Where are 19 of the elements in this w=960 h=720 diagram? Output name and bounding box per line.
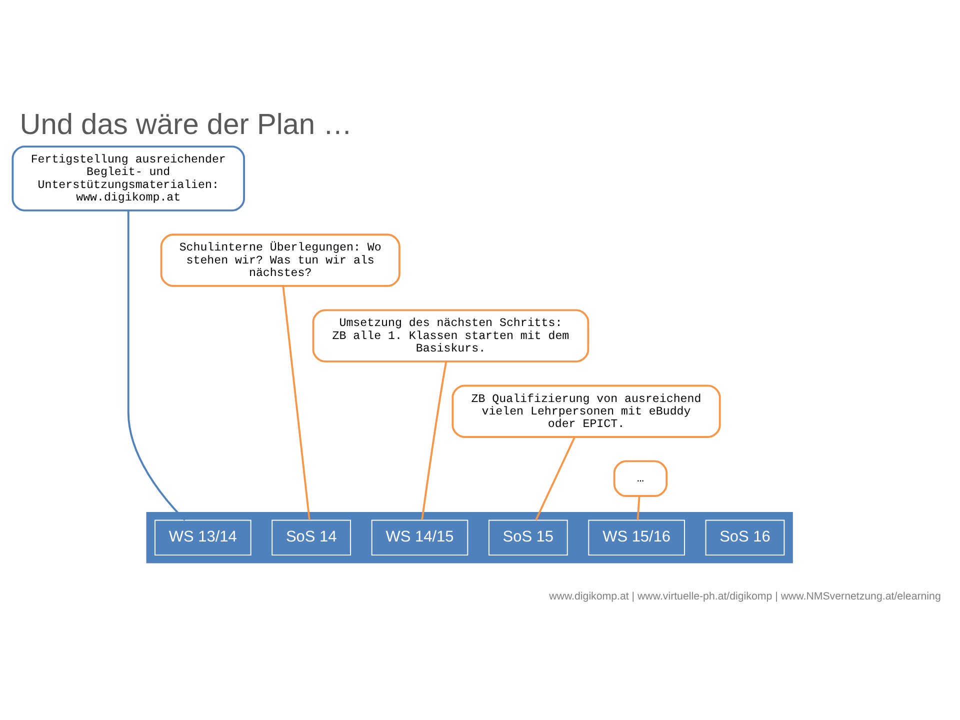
node-box: Schulinterne Überlegungen: Wo stehen wir? Was tun wir als nächstes? — [160, 233, 400, 286]
connector — [282, 286, 310, 520]
connector — [534, 436, 576, 520]
node-box: SoS 14 — [272, 519, 351, 556]
diagram-title: Und das wäre der Plan … — [20, 108, 352, 140]
node-box: Fertigstellung ausreichender Begleit- und Unterstützungsmaterialien: www.digikomp.at — [12, 145, 245, 211]
node-box: WS 13/14 — [154, 519, 252, 556]
cluster — [146, 512, 793, 563]
connector — [127, 210, 186, 520]
node-box: WS 14/15 — [371, 519, 468, 556]
connector — [421, 360, 448, 520]
connector — [636, 496, 640, 520]
label: www.digikomp.at | www.virtuelle-ph.at/digikomp | www.NMSvernetzung.at/elearning — [549, 590, 941, 602]
node-box: Umsetzung des nächsten Schritts: ZB alle 1. Klassen starten mit dem Basiskurs. — [312, 308, 590, 362]
node-box: WS 15/16 — [588, 519, 685, 556]
node-box: SoS 16 — [705, 519, 785, 556]
node-box: ZB Qualifizierung von ausreichend vielen Lehrpersonen mit eBuddy oder EPICT. — [452, 384, 721, 438]
node-box: SoS 15 — [488, 519, 568, 556]
node-box: … — [613, 460, 668, 496]
